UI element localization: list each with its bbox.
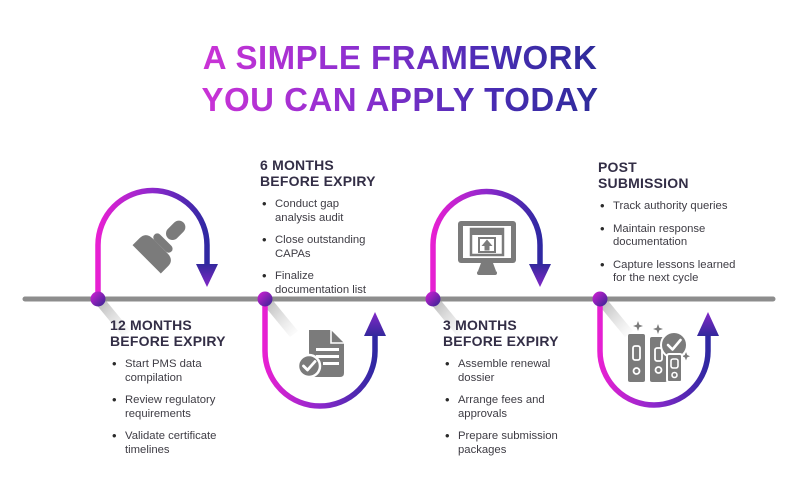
stage-bullet-list: Track authority queries Maintain respons… — [598, 199, 750, 286]
timeline-dot-1 — [90, 291, 106, 307]
stage-6-months-before-expiry: 6 MONTHS BEFORE EXPIRY Conduct gap analy… — [260, 157, 382, 306]
arrow-up-icon — [364, 312, 386, 336]
stage-heading: 12 MONTHS BEFORE EXPIRY — [110, 317, 226, 349]
loop-stage-4 — [597, 299, 711, 408]
bullet-item: Capture lessons learned for the next cyc… — [598, 258, 750, 286]
bullet-item: Validate certificate timelines — [110, 429, 245, 457]
bullet-item: Prepare submission packages — [443, 429, 575, 457]
page-title: A SIMPLE FRAMEWORK YOU CAN APPLY TODAY — [0, 40, 800, 124]
stage-3-months-before-expiry: 3 MONTHS BEFORE EXPIRY Assemble renewal … — [443, 317, 575, 466]
loop-stage-1 — [95, 187, 210, 299]
stage-bullet-list: Conduct gap analysis audit Close outstan… — [260, 197, 382, 297]
timeline-dot-3 — [425, 291, 441, 307]
bullet-item: Close outstanding CAPAs — [260, 233, 382, 261]
dot-shadows — [95, 297, 633, 337]
loops — [95, 187, 711, 409]
bullet-item: Track authority queries — [598, 199, 750, 214]
stage-bullet-list: Assemble renewal dossier Arrange fees an… — [443, 357, 575, 457]
title-line-1: A SIMPLE FRAMEWORK — [202, 39, 598, 76]
document-check-icon — [296, 330, 344, 379]
stage-heading: 6 MONTHS BEFORE EXPIRY — [260, 157, 376, 189]
timeline-dot-4 — [592, 291, 608, 307]
stage-heading: POST SUBMISSION — [598, 159, 689, 191]
stamp-icon — [132, 220, 186, 274]
bullet-item: Assemble renewal dossier — [443, 357, 575, 385]
monitor-upload-icon — [458, 221, 516, 275]
arrow-down-icon — [529, 264, 551, 287]
stage-bullet-list: Start PMS data compilation Review regula… — [110, 357, 245, 457]
stage-heading: 3 MONTHS BEFORE EXPIRY — [443, 317, 559, 349]
arrow-down-icon — [196, 264, 218, 287]
bullet-item: Conduct gap analysis audit — [260, 197, 382, 225]
arrow-up-icon — [697, 312, 719, 336]
stage-post-submission: POST SUBMISSION Track authority queries … — [598, 159, 750, 295]
loop-stage-3 — [430, 188, 543, 299]
stage-12-months-before-expiry: 12 MONTHS BEFORE EXPIRY Start PMS data c… — [110, 317, 245, 466]
title-line-2: YOU CAN APPLY TODAY — [201, 81, 599, 118]
bullet-item: Start PMS data compilation — [110, 357, 245, 385]
bullet-item: Finalize documentation list — [260, 269, 382, 297]
bullet-item: Maintain response documentation — [598, 222, 750, 250]
loop-stage-2 — [262, 299, 378, 409]
bullet-item: Arrange fees and approvals — [443, 393, 575, 421]
binders-clock-icon — [628, 321, 690, 383]
bullet-item: Review regulatory requirements — [110, 393, 245, 421]
